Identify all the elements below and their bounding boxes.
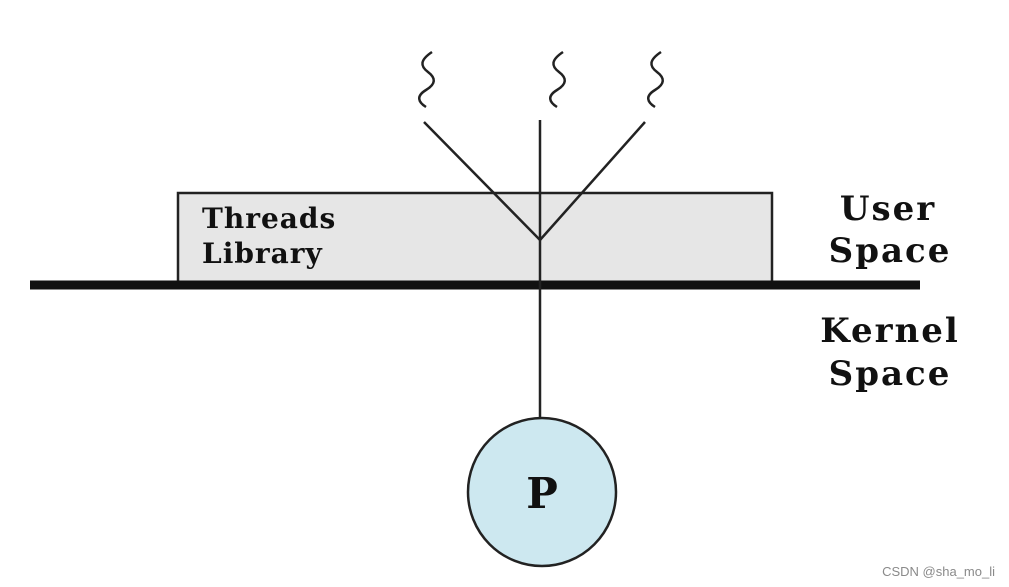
- process-label: P: [526, 469, 558, 518]
- thread-squiggles: [418, 50, 664, 109]
- watermark-text: CSDN @sha_mo_li: [882, 564, 995, 579]
- process-circle: [466, 416, 618, 568]
- threads-library-label-line1: Threads: [202, 202, 336, 235]
- thread-squiggle-middle: [549, 50, 566, 109]
- thread-line-left: [423, 121, 541, 241]
- thread-line-right: [539, 121, 646, 241]
- user-space-label-line1: User: [840, 189, 936, 229]
- kernel-space-label-line1: Kernel: [820, 311, 960, 351]
- user-space-label-line2: Space: [829, 231, 952, 271]
- thread-lines: [423, 121, 646, 241]
- threads-library-label-line2: Library: [202, 237, 323, 270]
- kernel-space-label-line2: Space: [829, 354, 952, 394]
- thread-squiggle-left: [418, 50, 435, 109]
- thread-squiggle-right: [647, 50, 664, 109]
- threads-library-box: [176, 191, 774, 284]
